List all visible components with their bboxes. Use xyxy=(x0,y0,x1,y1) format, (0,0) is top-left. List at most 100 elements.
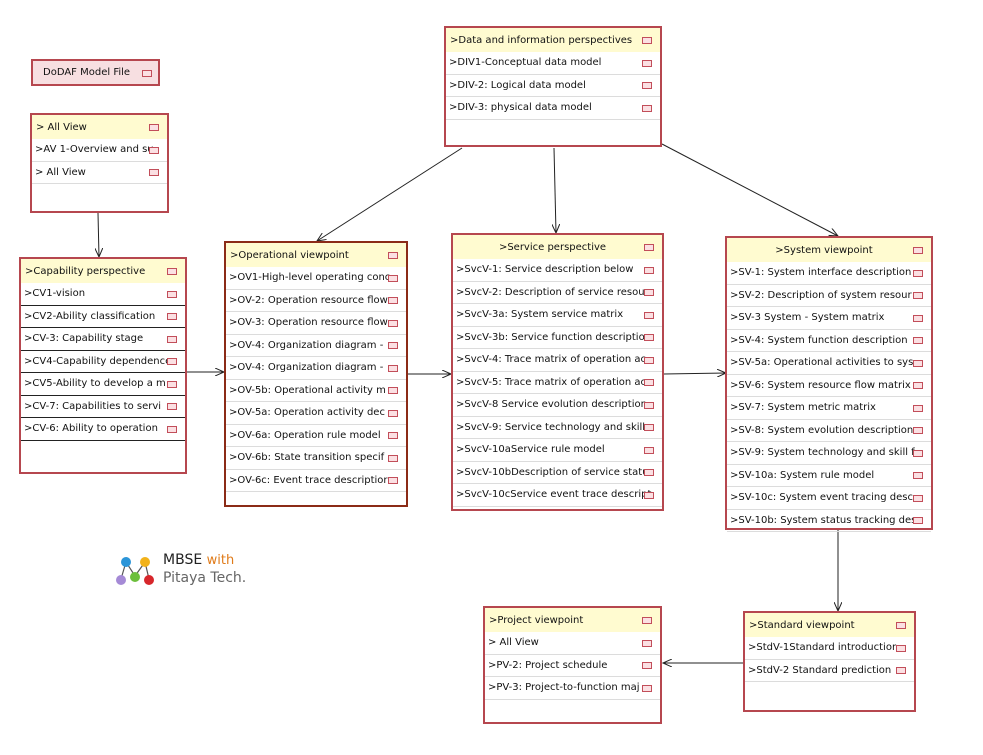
element-icon xyxy=(644,244,654,251)
box-system-viewpoint[interactable]: >System viewpoint >SV-1: System interfac… xyxy=(725,236,933,532)
element-icon xyxy=(167,290,177,298)
list-item[interactable]: >CV2-Ability classification xyxy=(21,306,185,328)
list-item[interactable]: >SV-10c: System event tracing desc xyxy=(727,487,931,510)
element-icon xyxy=(388,409,398,417)
list-item[interactable]: >SV-7: System metric matrix xyxy=(727,397,931,420)
list-item[interactable]: >SV-6: System resource flow matrix xyxy=(727,375,931,397)
list-item[interactable]: >SV-9: System technology and skill f xyxy=(727,442,931,465)
list-item[interactable]: >CV-7: Capabilities to servi xyxy=(21,396,185,418)
list-item[interactable]: >DIV1-Conceptual data model xyxy=(446,52,660,75)
file-icon xyxy=(142,69,152,77)
element-icon xyxy=(167,380,177,388)
element-icon xyxy=(913,404,923,412)
list-item[interactable]: >SvcV-9: Service technology and skill xyxy=(453,417,662,439)
list-item[interactable]: >SvcV-10cService event trace descript xyxy=(453,484,662,507)
list-item[interactable]: >SvcV-3a: System service matrix xyxy=(453,304,662,327)
element-icon xyxy=(388,387,398,395)
list-item[interactable]: >SV-10a: System rule model xyxy=(727,465,931,487)
list-item[interactable]: >OV-6a: Operation rule model xyxy=(226,425,406,447)
element-icon xyxy=(644,379,654,387)
element-icon xyxy=(913,247,923,254)
box-all-view[interactable]: > All View >AV 1-Overview and su > All V… xyxy=(30,113,169,213)
list-item[interactable]: >SV-3 System - System matrix xyxy=(727,307,931,330)
list-item[interactable]: >OV-4: Organization diagram - xyxy=(226,335,406,357)
list-item[interactable]: >SvcV-1: Service description below xyxy=(453,259,662,282)
list-item[interactable]: >SV-1: System interface description xyxy=(727,262,931,285)
list-item[interactable]: >SvcV-4: Trace matrix of operation ac xyxy=(453,349,662,372)
list-item[interactable]: >CV1-vision xyxy=(21,283,185,306)
list-item[interactable]: >SvcV-5: Trace matrix of operation ac xyxy=(453,372,662,394)
element-icon xyxy=(167,358,177,366)
element-icon xyxy=(388,319,398,327)
list-item[interactable]: >PV-3: Project-to-function maj xyxy=(485,677,660,700)
element-icon xyxy=(913,382,923,390)
list-item[interactable]: >SV-5a: Operational activities to sys xyxy=(727,352,931,375)
element-icon xyxy=(644,289,654,297)
element-icon xyxy=(388,342,398,350)
arrow-data-system xyxy=(661,143,838,236)
list-item[interactable]: >OV-2: Operation resource flow xyxy=(226,290,406,312)
element-icon xyxy=(642,684,652,692)
arrow-allview-capability xyxy=(98,212,99,257)
element-icon xyxy=(388,252,398,259)
list-item[interactable]: >PV-2: Project schedule xyxy=(485,655,660,677)
list-item[interactable]: >SvcV-10aService rule model xyxy=(453,439,662,462)
logo-company: Pitaya Tech. xyxy=(163,570,247,586)
list-item[interactable]: >CV5-Ability to develop a m xyxy=(21,373,185,396)
logo-brand: MBSE with xyxy=(163,552,235,568)
list-item[interactable]: >StdV-2 Standard prediction xyxy=(745,660,914,682)
list-item[interactable]: >OV-5a: Operation activity dec xyxy=(226,402,406,425)
element-icon xyxy=(644,401,654,409)
list-item[interactable]: >CV-3: Capability stage xyxy=(21,328,185,351)
list-item[interactable]: >SV-4: System function description xyxy=(727,330,931,352)
list-item[interactable]: >SV-2: Description of system resour xyxy=(727,285,931,307)
list-item[interactable]: >SV-10b: System status tracking des xyxy=(727,510,931,532)
box-project-viewpoint[interactable]: >Project viewpoint > All View >PV-2: Pro… xyxy=(483,606,662,724)
box-operational-viewpoint[interactable]: >Operational viewpoint >OV1-High-level o… xyxy=(224,241,408,507)
list-item[interactable]: >OV-5b: Operational activity m xyxy=(226,380,406,402)
element-icon xyxy=(913,359,923,367)
box-title: >System viewpoint xyxy=(727,238,931,262)
list-item[interactable]: > All View xyxy=(485,632,660,655)
box-service-perspective[interactable]: >Service perspective >SvcV-1: Service de… xyxy=(451,233,664,511)
box-data-information-perspectives[interactable]: >Data and information perspectives >DIV1… xyxy=(444,26,662,147)
dodaf-model-file[interactable]: DoDAF Model File xyxy=(31,59,160,86)
box-standard-viewpoint[interactable]: >Standard viewpoint >StdV-1Standard intr… xyxy=(743,611,916,712)
list-item[interactable]: >StdV-1Standard introductior xyxy=(745,637,914,660)
element-icon xyxy=(644,424,654,432)
list-item[interactable]: >SvcV-2: Description of service resou xyxy=(453,282,662,304)
element-icon xyxy=(642,104,652,112)
element-icon xyxy=(644,311,654,319)
element-icon xyxy=(913,472,923,480)
mbse-logo: MBSE with Pitaya Tech. xyxy=(115,552,265,592)
element-icon xyxy=(913,269,923,277)
element-icon xyxy=(896,667,906,675)
element-icon xyxy=(149,146,159,154)
list-item[interactable]: >SvcV-8 Service evolution description xyxy=(453,394,662,417)
list-item[interactable]: >SvcV-3b: Service function descriptio xyxy=(453,327,662,349)
box-title: >Service perspective xyxy=(453,235,662,259)
element-icon xyxy=(388,297,398,305)
list-item[interactable]: >DIV-2: Logical data model xyxy=(446,75,660,97)
list-item[interactable]: >OV-6c: Event trace descriptior xyxy=(226,470,406,492)
list-item[interactable]: >AV 1-Overview and su xyxy=(32,139,167,162)
element-icon xyxy=(388,364,398,372)
list-item[interactable]: >SvcV-10bDescription of service statu xyxy=(453,462,662,484)
list-item[interactable]: > All View xyxy=(32,162,167,184)
element-icon xyxy=(644,266,654,274)
list-item[interactable]: >OV-3: Operation resource flow xyxy=(226,312,406,335)
list-item[interactable]: >SV-8: System evolution description xyxy=(727,420,931,442)
element-icon xyxy=(896,622,906,629)
list-item[interactable]: >OV-6b: State transition specif xyxy=(226,447,406,470)
list-item[interactable]: >OV-4: Organization diagram - xyxy=(226,357,406,380)
element-icon xyxy=(896,644,906,652)
logo-graph-icon xyxy=(116,557,154,585)
list-item[interactable]: >CV-6: Ability to operation xyxy=(21,418,185,441)
box-title: > All View xyxy=(32,115,167,139)
element-icon xyxy=(642,662,652,670)
list-item[interactable]: >OV1-High-level operating conc xyxy=(226,267,406,290)
box-capability-perspective[interactable]: >Capability perspective >CV1-vision >CV2… xyxy=(19,257,187,474)
list-item[interactable]: >DIV-3: physical data model xyxy=(446,97,660,120)
list-item[interactable]: >CV4-Capability dependence xyxy=(21,351,185,373)
